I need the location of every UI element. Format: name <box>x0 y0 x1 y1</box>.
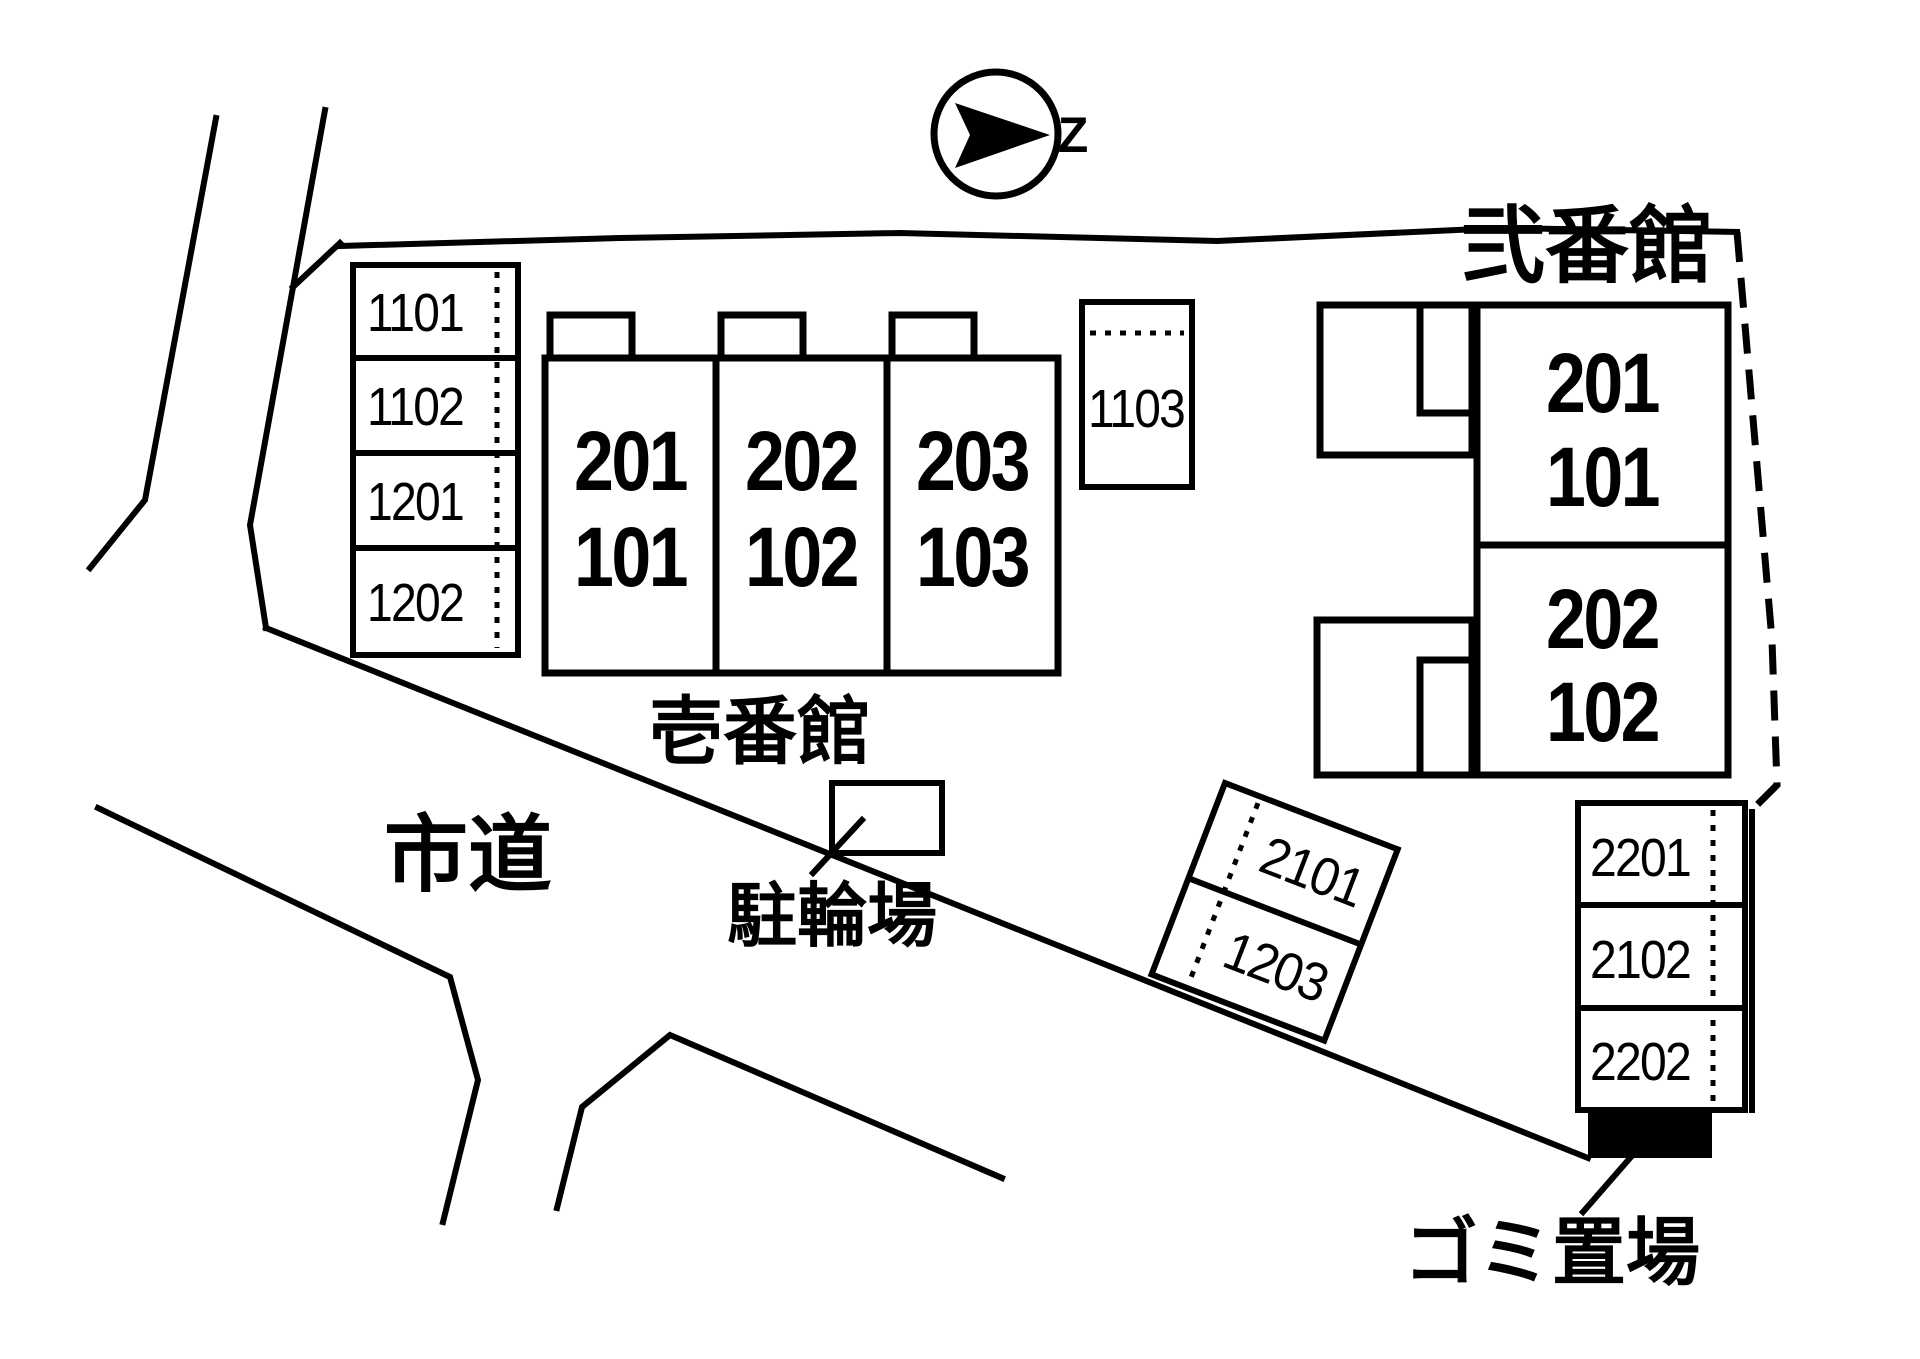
unit-label-101: 101 <box>1546 430 1659 524</box>
building-2-wing-top-notch <box>1416 305 1472 417</box>
parking-tilted-block: 2101 1203 <box>1147 779 1402 1045</box>
parking-right-stack: 2201 2102 2202 <box>1575 800 1748 1113</box>
garbage-box <box>1588 1107 1712 1158</box>
boundary-right-dashed <box>1733 231 1781 815</box>
road-edge-left-b <box>246 106 329 632</box>
building-1-entry-tab-2 <box>717 311 807 362</box>
garbage-area-label: ゴミ置場 <box>1404 1211 1700 1294</box>
building-1-entry-tab-1 <box>546 311 636 362</box>
boundary-south-long <box>262 624 1592 1162</box>
building-2-wing-top <box>1316 301 1476 459</box>
parking-space-1202: 1202 <box>367 573 463 633</box>
parking-left-stack: 1101 1102 1201 1202 <box>350 262 521 658</box>
building-2-name: 弐番館 <box>1461 199 1713 293</box>
bicycle-parking-label: 駐輪場 <box>727 877 937 955</box>
boundary-connector <box>288 238 345 292</box>
parking-space-1101: 1101 <box>367 283 463 343</box>
road-fork-bottom <box>553 1031 1006 1212</box>
parking-space-2102: 2102 <box>1590 930 1690 990</box>
building-2-wing-bottom-notch <box>1416 656 1472 775</box>
garbage-leader-line <box>1578 1153 1635 1217</box>
parking-space-2202: 2202 <box>1590 1032 1690 1092</box>
building-1-name: 壱番館 <box>649 690 871 773</box>
unit-label-201: 201 <box>574 414 687 508</box>
parking-space-1103: 1103 <box>1088 379 1184 439</box>
building-2-unit-202-102 <box>1473 541 1732 779</box>
garbage-area: ゴミ置場 <box>1404 1107 1712 1294</box>
road-edge-left-a <box>85 114 220 573</box>
unit-label-203: 203 <box>916 414 1028 508</box>
compass-arrow-icon <box>955 103 1050 168</box>
parking-space-2101: 2101 <box>1252 825 1372 919</box>
unit-label-202: 202 <box>745 414 857 508</box>
parking-dotted-line <box>1186 802 1261 985</box>
unit-label-201: 201 <box>1546 336 1659 430</box>
building-2: 弐番館 201 101 202 102 <box>1313 199 1732 779</box>
bicycle-parking-box <box>829 780 945 856</box>
compass-label: Z <box>1058 107 1089 163</box>
parking-1103: 1103 <box>1079 299 1195 490</box>
building-1-entry-tab-3 <box>888 311 978 362</box>
parking-space-1201: 1201 <box>367 472 463 532</box>
parking-space-2201: 2201 <box>1590 828 1690 888</box>
road-lines <box>85 106 1781 1226</box>
unit-label-102: 102 <box>1546 665 1658 759</box>
road-edge-south <box>93 803 482 1226</box>
building-1: 201 101 202 102 203 103 壱番館 <box>541 311 1062 773</box>
bicycle-parking: 駐輪場 <box>727 780 945 955</box>
unit-label-101: 101 <box>574 510 687 604</box>
unit-label-102: 102 <box>745 510 857 604</box>
parking-space-1102: 1102 <box>367 377 463 437</box>
building-2-wing-bottom <box>1313 616 1476 779</box>
bicycle-leader-line <box>808 815 867 878</box>
unit-label-103: 103 <box>916 510 1028 604</box>
parking-space-1203: 1203 <box>1216 920 1336 1014</box>
boundary-top <box>336 224 1741 250</box>
unit-label-202: 202 <box>1546 572 1658 666</box>
city-road-label: 市道 <box>384 808 552 902</box>
compass-circle <box>930 68 1062 200</box>
compass: Z <box>930 68 1089 200</box>
